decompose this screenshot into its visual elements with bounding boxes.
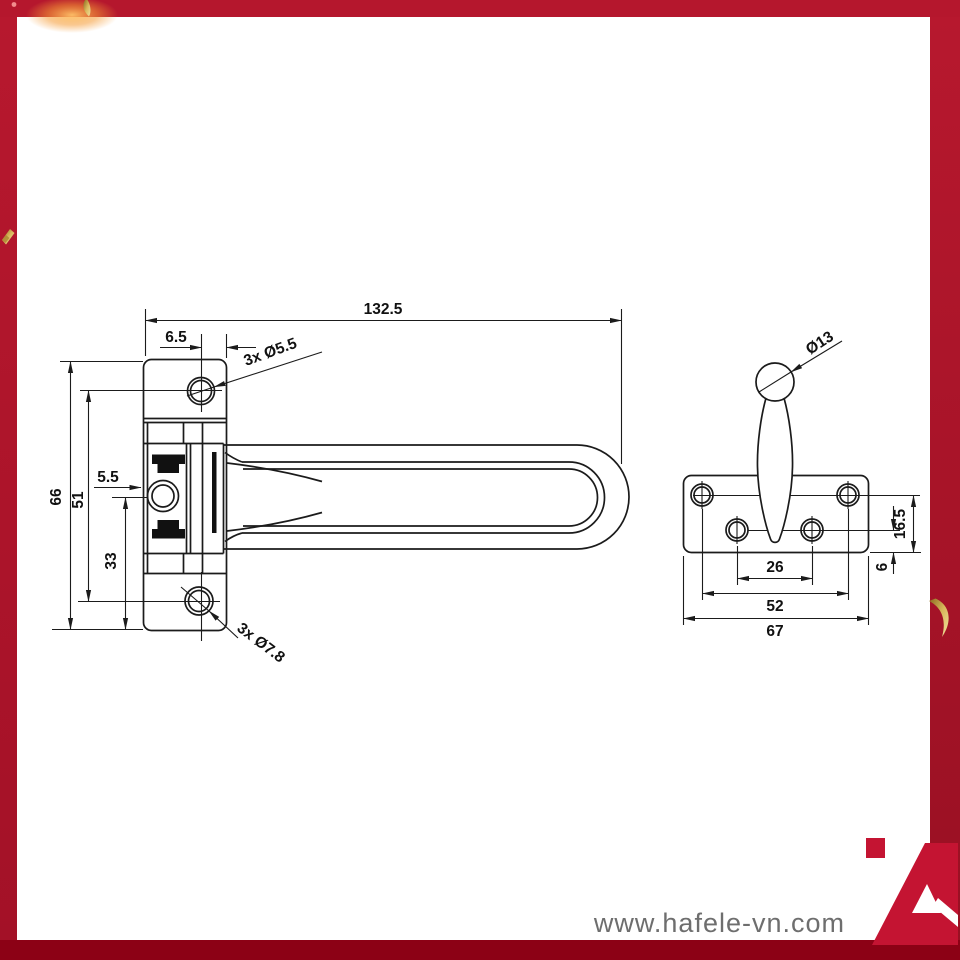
website-text: www.hafele-vn.com — [593, 908, 845, 938]
footer: www.hafele-vn.com — [593, 838, 958, 945]
arm-mid-join-bottom — [224, 532, 243, 543]
leader-55 — [213, 351, 323, 388]
dim-hole-edge-offset: 6.5 — [165, 329, 187, 346]
side-hole-mid-left — [725, 516, 749, 544]
confetti — [2, 0, 949, 637]
dim-plate-width: 67 — [766, 623, 783, 640]
dim-mid-hole-to-edge: 6 — [874, 562, 891, 571]
arm-slot — [243, 468, 599, 527]
pivot-pin-outer — [146, 479, 180, 513]
leader-d13 — [790, 340, 843, 373]
logo-a-shape — [872, 843, 958, 945]
dim-pivot-to-bottom: 33 — [103, 552, 120, 570]
pivot-pin-inner — [151, 484, 175, 508]
dim-outer-hole-span: 52 — [766, 598, 783, 615]
arm-fishmouth-bottom — [226, 511, 323, 532]
arm-mid — [242, 461, 606, 534]
dim-hole-span: 51 — [70, 491, 87, 509]
leader-78 — [208, 610, 239, 639]
knob-body — [756, 397, 794, 544]
confetti-ribbon-right — [929, 598, 949, 637]
dim-top-screw-holes: 3x Ø5.5 — [242, 335, 300, 370]
leader-55-through — [186, 386, 215, 397]
left-border — [0, 17, 17, 940]
bottom-bar — [0, 940, 960, 960]
leader-78-through — [180, 586, 210, 612]
front-plate — [142, 358, 228, 632]
arm-mid-join-top — [224, 451, 243, 463]
right-border — [930, 17, 960, 940]
confetti-glow — [26, 0, 118, 33]
dim-plate-height: 66 — [48, 488, 65, 506]
confetti-ribbon-top — [83, 0, 91, 17]
dim-top-hole-to-bottom: 16.5 — [892, 509, 909, 540]
bushing-top-stem — [157, 464, 179, 473]
arm-bend-bar — [212, 452, 217, 533]
side-view: Ø13 16.5 6 26 52 — [682, 328, 921, 640]
arm-outer — [223, 444, 630, 550]
leader-d13-through — [758, 371, 792, 393]
side-hole-top-left — [690, 481, 714, 509]
hafele-a-logo — [866, 838, 958, 945]
side-hole-mid-right — [800, 516, 824, 544]
dim-total-length: 132.5 — [364, 301, 403, 318]
bushing-bottom-stem — [157, 520, 179, 529]
side-hole-top-right — [836, 481, 860, 509]
dim-bottom-screw-holes: 3x Ø7.8 — [234, 620, 289, 667]
bushing-top-wide — [152, 454, 185, 464]
bushing-bottom-wide — [152, 529, 185, 539]
top-border — [0, 0, 960, 17]
confetti-ribbon-left-fold — [2, 235, 10, 243]
dim-pivot-offset: 5.5 — [97, 469, 119, 486]
front-view: 132.5 6.5 3x Ø5.5 66 51 5.5 33 3x Ø7.8 — [48, 301, 630, 667]
dim-inner-hole-span: 26 — [766, 559, 784, 576]
logo-dot — [866, 838, 885, 858]
confetti-dot — [11, 2, 17, 7]
logo-a-slash — [933, 898, 958, 927]
arm-fishmouth-top — [226, 462, 323, 483]
